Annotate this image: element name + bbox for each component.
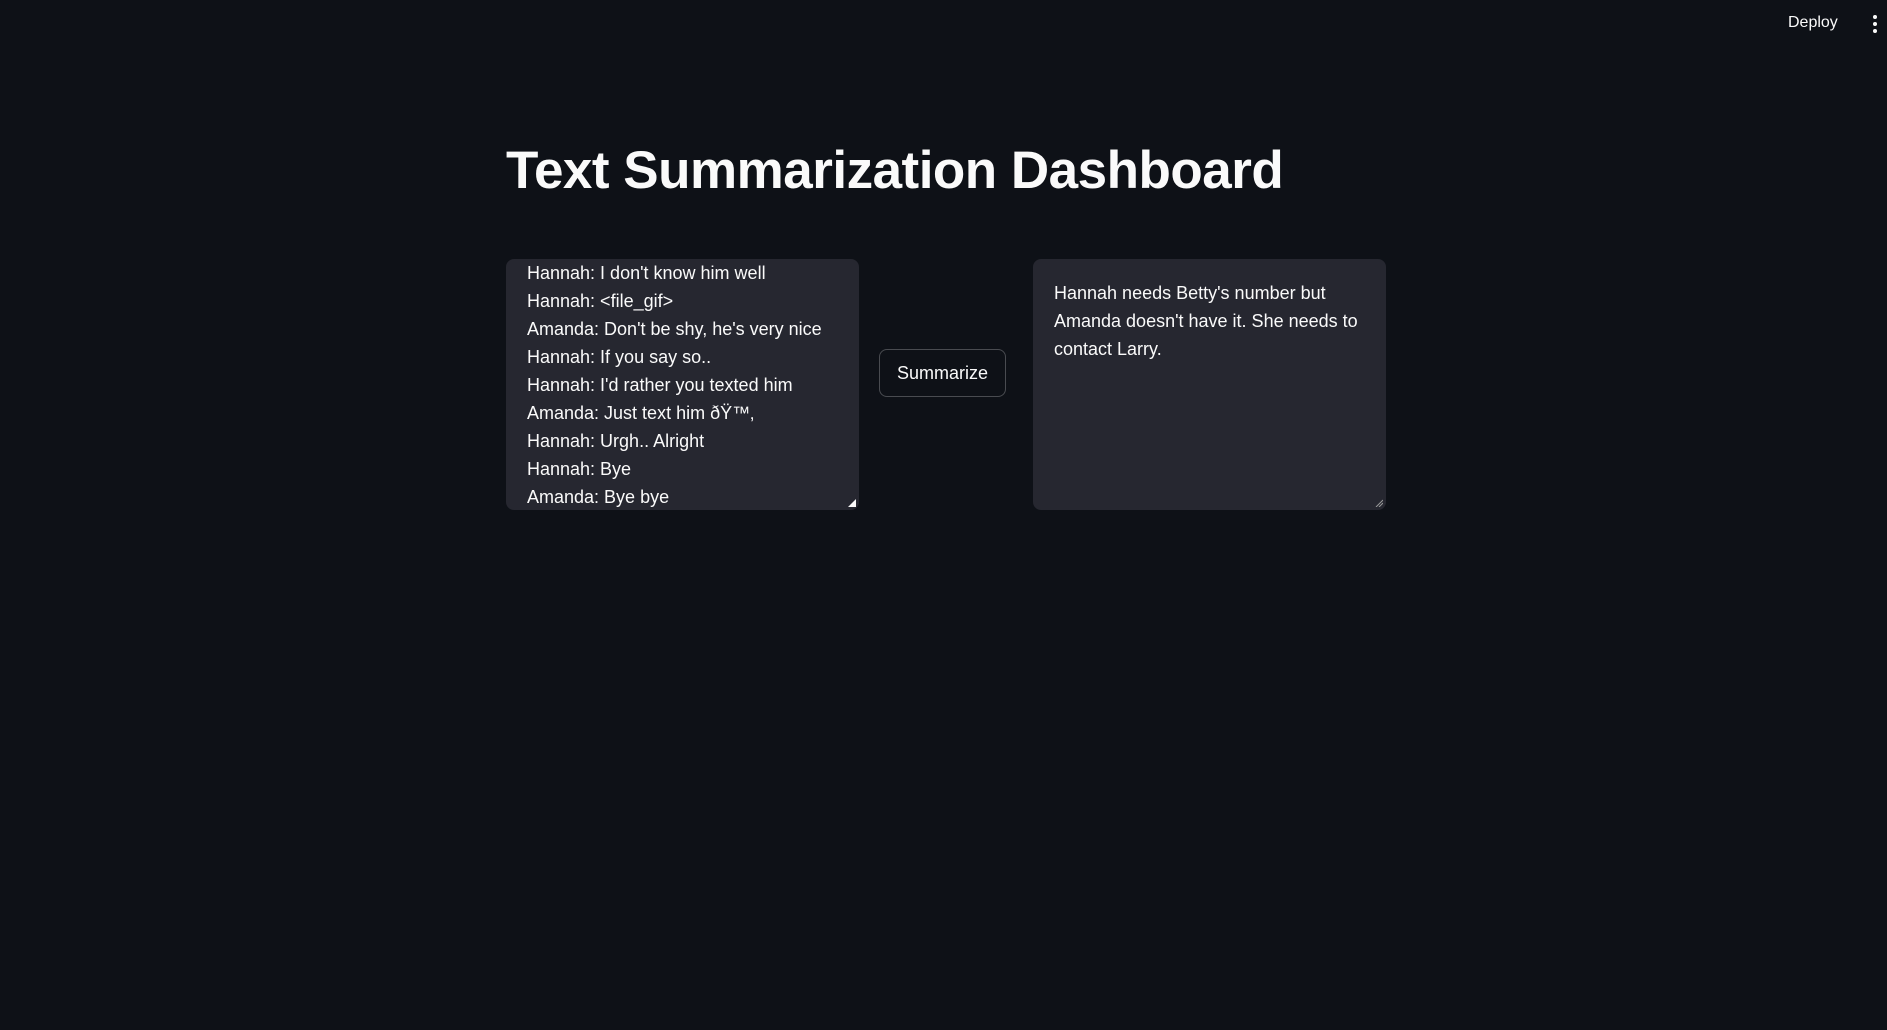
deploy-button[interactable]: Deploy [1782, 12, 1844, 34]
page-title: Text Summarization Dashboard [506, 141, 1284, 200]
summary-output-textarea[interactable]: Hannah needs Betty's number but Amanda d… [1033, 259, 1386, 510]
top-bar: Deploy [0, 0, 1887, 46]
main-menu-button[interactable] [1868, 12, 1882, 36]
input-textarea[interactable] [506, 259, 859, 510]
vertical-ellipsis-icon [1873, 15, 1877, 33]
summarize-button[interactable]: Summarize [879, 349, 1006, 397]
output-text-container: Hannah needs Betty's number but Amanda d… [1033, 259, 1386, 510]
